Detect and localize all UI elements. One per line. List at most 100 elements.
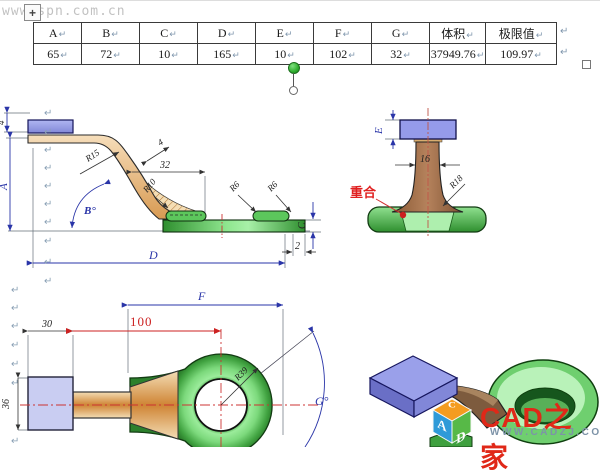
header-cell-limit[interactable]: 极限值↵ bbox=[485, 22, 557, 44]
paragraph-mark: ↵ bbox=[44, 257, 53, 268]
coincide-point bbox=[399, 211, 407, 219]
coincide-leader bbox=[375, 198, 403, 215]
value-cell-g[interactable]: 32↵ bbox=[371, 43, 430, 65]
table-resize-handle[interactable] bbox=[582, 60, 591, 69]
cell-end-mark: ↵ bbox=[169, 29, 177, 40]
base-slab bbox=[162, 219, 306, 233]
dim-label-F: F bbox=[197, 289, 206, 303]
paragraph-mark: ↵ bbox=[44, 163, 53, 174]
black-dimension-lines bbox=[395, 162, 466, 207]
ring-3d-hole-floor bbox=[521, 398, 569, 422]
section-view-drawing: E 16 R18 重合 bbox=[350, 108, 487, 236]
paragraph-mark: ↵ bbox=[44, 276, 53, 287]
paragraph-mark: ↵ bbox=[44, 236, 53, 247]
cell-end-mark: ↵ bbox=[284, 29, 293, 40]
top-view-drawing: 30 36 100 F R39 G° bbox=[1, 289, 329, 447]
cube-3d-right bbox=[413, 376, 458, 419]
page-top-border bbox=[0, 0, 600, 1]
value-cell-b[interactable]: 72↵ bbox=[81, 43, 140, 65]
rotation-handle-stem bbox=[293, 73, 294, 86]
side-view-drawing: 4 A R15 4 32 R10 B° R6 R6 C 2 D bbox=[0, 106, 321, 268]
paragraph-mark: ↵ bbox=[44, 199, 53, 210]
logo-cube-letter-left: A bbox=[437, 417, 446, 436]
paragraph-mark: ↵ bbox=[11, 303, 20, 314]
paragraph-mark: ↵ bbox=[44, 127, 53, 138]
stem bbox=[391, 141, 464, 213]
paragraph-mark: ↵ bbox=[44, 145, 53, 156]
dim-label-G: G° bbox=[315, 394, 329, 408]
paragraph-mark: ↵ bbox=[44, 108, 53, 119]
dim-label-100: 100 bbox=[130, 314, 153, 329]
cell-end-mark: ↵ bbox=[232, 50, 240, 61]
rotation-handle-icon[interactable] bbox=[288, 62, 300, 74]
cell-end-mark: ↵ bbox=[342, 29, 351, 40]
paragraph-mark: ↵ bbox=[11, 285, 20, 296]
cell-end-mark: ↵ bbox=[287, 50, 295, 61]
value-cell-f[interactable]: 102↵ bbox=[313, 43, 372, 65]
centerlines bbox=[20, 329, 318, 447]
black-dimension-lines bbox=[79, 146, 316, 255]
table-move-handle[interactable]: + bbox=[24, 4, 41, 21]
extension-lines bbox=[18, 309, 284, 435]
dim-label-36: 36 bbox=[1, 399, 12, 410]
black-dimension-lines bbox=[15, 328, 259, 430]
cell-end-mark: ↵ bbox=[58, 29, 67, 40]
paragraph-mark: ↵ bbox=[44, 217, 53, 228]
table-header-row: A↵ B↵ C↵ D↵ E↵ F↵ G↵ 体积↵ 极限值↵ bbox=[33, 22, 557, 44]
dim-label-32: 32 bbox=[159, 160, 170, 171]
dim-label-16: 16 bbox=[420, 154, 430, 165]
note-coincide: 重合 bbox=[350, 185, 377, 200]
arm-3d-top bbox=[453, 386, 498, 406]
iso-view-drawing bbox=[368, 355, 599, 447]
dim-label-30: 30 bbox=[41, 319, 52, 330]
value-cell-c[interactable]: 10↵ bbox=[139, 43, 198, 65]
dim-label-E: E bbox=[373, 127, 385, 135]
cell-end-mark: ↵ bbox=[348, 50, 356, 61]
parameters-table: A↵ B↵ C↵ D↵ E↵ F↵ G↵ 体积↵ 极限值↵ 65↵ 72↵ 10… bbox=[33, 22, 557, 65]
header-cell-volume[interactable]: 体积↵ bbox=[429, 22, 486, 44]
square-boss bbox=[27, 376, 74, 431]
dim-label-2: 2 bbox=[295, 241, 300, 252]
paragraph-mark: ↵ bbox=[11, 378, 20, 389]
cell-end-mark: ↵ bbox=[111, 29, 119, 40]
logo-cube-letter-top: C bbox=[448, 401, 456, 410]
logo-cube-letter-right: D bbox=[456, 429, 465, 444]
cell-end-mark: ↵ bbox=[113, 50, 121, 61]
dim-label-B: B° bbox=[83, 205, 96, 217]
value-cell-e[interactable]: 10↵ bbox=[255, 43, 314, 65]
anchor-handle-icon[interactable] bbox=[289, 86, 298, 95]
move-cross-icon: + bbox=[28, 5, 36, 20]
header-cell-e[interactable]: E↵ bbox=[255, 22, 314, 44]
paragraph-mark: ↵ bbox=[44, 181, 53, 192]
cell-end-mark: ↵ bbox=[466, 30, 474, 41]
value-cell-d[interactable]: 165↵ bbox=[197, 43, 256, 65]
cadzj-logo: C A D CAD之家 WWW.CADZJ.COM bbox=[424, 396, 600, 473]
cell-end-mark: ↵ bbox=[535, 30, 544, 41]
blue-dimension-lines bbox=[121, 302, 325, 447]
header-cell-b[interactable]: B↵ bbox=[81, 22, 140, 44]
watermark-text: www.spn.com.cn bbox=[2, 4, 126, 19]
cell-end-mark: ↵ bbox=[476, 50, 485, 61]
paragraph-mark: ↵ bbox=[11, 321, 20, 332]
value-cell-a[interactable]: 65↵ bbox=[33, 43, 82, 65]
value-cell-limit[interactable]: 109.97↵ bbox=[485, 43, 557, 65]
value-cell-volume[interactable]: 37949.76↵ bbox=[429, 43, 486, 65]
row-end-mark: ↵ bbox=[560, 26, 569, 37]
header-cell-c[interactable]: C↵ bbox=[139, 22, 198, 44]
dim-label-R6-left: R6 bbox=[227, 179, 242, 194]
dim-label-A: A bbox=[0, 183, 10, 191]
logo-url: WWW.CADZJ.COM bbox=[490, 427, 600, 438]
dim-label-R18: R18 bbox=[447, 173, 465, 191]
header-cell-f[interactable]: F↵ bbox=[313, 22, 372, 44]
dim-label-R15: R15 bbox=[83, 147, 102, 164]
header-cell-d[interactable]: D↵ bbox=[197, 22, 256, 44]
cell-end-mark: ↵ bbox=[534, 50, 542, 61]
cell-end-mark: ↵ bbox=[227, 29, 236, 40]
cell-end-mark: ↵ bbox=[60, 50, 68, 61]
dim-label-R6-right: R6 bbox=[265, 179, 280, 194]
header-cell-g[interactable]: G↵ bbox=[371, 22, 430, 44]
dim-label-4-top: 4 bbox=[0, 120, 6, 125]
header-cell-a[interactable]: A↵ bbox=[33, 22, 82, 44]
dim-label-D: D bbox=[148, 248, 158, 262]
paragraph-mark: ↵ bbox=[11, 340, 20, 351]
